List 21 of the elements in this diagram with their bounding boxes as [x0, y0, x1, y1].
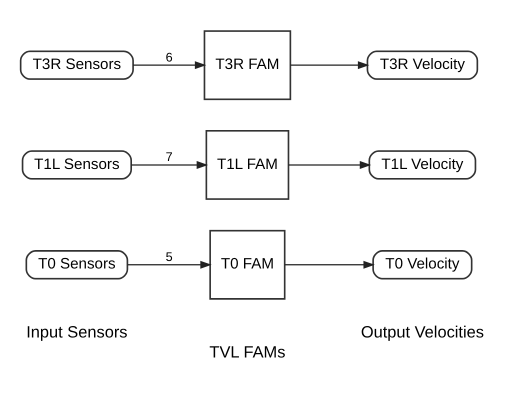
label: TVL FAMs — [209, 344, 286, 362]
label: Input Sensors — [26, 323, 128, 342]
label: Output Velocities — [360, 323, 484, 342]
arrow — [131, 160, 208, 169]
node-box: T1L FAM — [206, 130, 290, 200]
arrow — [133, 61, 206, 70]
node-box: T0 Velocity — [372, 250, 472, 280]
node-box: T1L Sensors — [22, 150, 132, 180]
arrow — [288, 160, 372, 169]
edge-label: 7 — [166, 150, 173, 164]
edge-label: 6 — [166, 50, 173, 64]
node-box: T3R Sensors — [20, 50, 134, 80]
node-box: T1L Velocity — [368, 150, 476, 180]
edge-label: 5 — [166, 250, 173, 264]
node-box: T3R Velocity — [366, 50, 478, 80]
arrow — [290, 61, 370, 70]
node-box: T0 FAM — [209, 230, 286, 300]
arrow — [128, 260, 212, 269]
node-box: T0 Sensors — [26, 250, 128, 280]
node-box: T3R FAM — [204, 30, 292, 100]
arrow — [284, 260, 375, 269]
